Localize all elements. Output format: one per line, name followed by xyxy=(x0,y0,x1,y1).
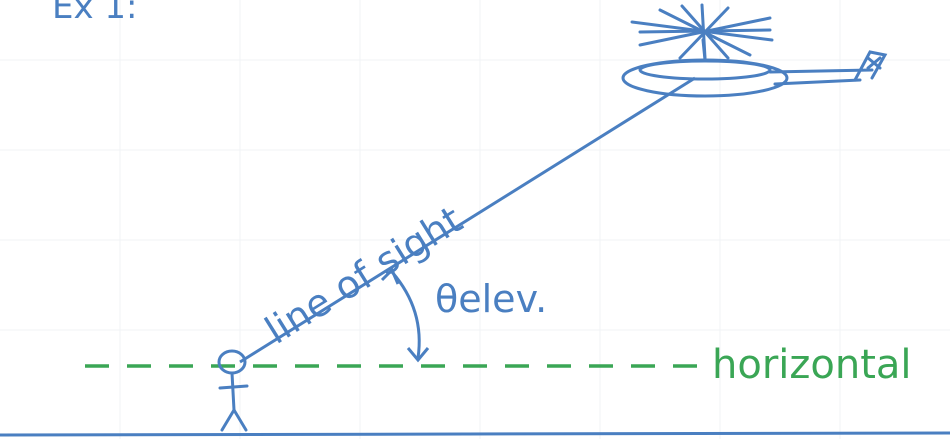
ground-line xyxy=(0,431,950,437)
angle-arc xyxy=(380,267,430,363)
stick-figure-icon xyxy=(217,349,249,432)
line-of-sight-label: line of sight xyxy=(257,197,469,352)
angle-label: θelev. xyxy=(435,277,547,321)
helicopter-icon xyxy=(621,3,888,98)
horizontal-label: horizontal xyxy=(712,342,912,388)
header-text: Ex 1: xyxy=(52,0,138,27)
line-of-sight xyxy=(239,76,696,364)
